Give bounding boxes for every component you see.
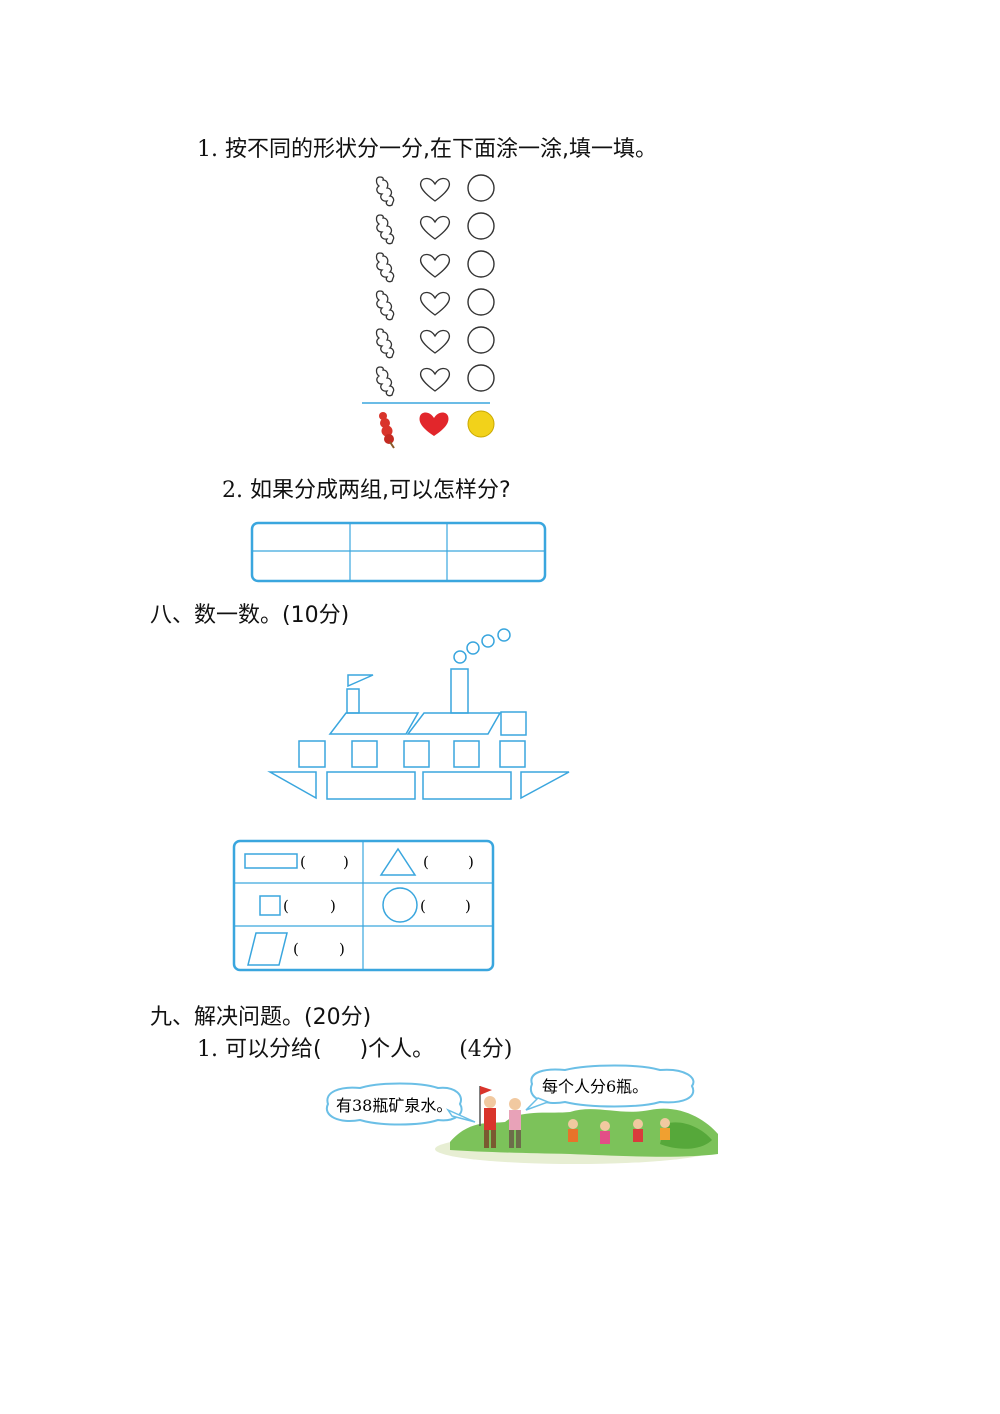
section-9-title: 九、解决问题。(20分) [150, 1005, 372, 1030]
hiking-illustration: 有38瓶矿泉水。 每个人分6瓶。 [325, 1064, 718, 1164]
ship-figure [267, 628, 570, 800]
speech-bubble-right: 每个人分6瓶。 [542, 1077, 648, 1096]
flag-icon [480, 1086, 492, 1095]
parallelogram-icon [247, 932, 288, 966]
square-icon [259, 895, 281, 916]
count-table: ( ) ( ) ( ) ( ) ( ) [232, 839, 495, 972]
question-1-number: 1. [197, 137, 218, 162]
circle-icon [467, 174, 495, 392]
problem-1-points: (4分) [459, 1037, 513, 1062]
question-2-text: 如果分成两组,可以怎样分? [250, 478, 511, 503]
triangle-icon [379, 847, 417, 876]
problem-1: 1. 可以分给( )个人。 (4分) [197, 1035, 512, 1065]
bead-stick-colored-icon [379, 412, 395, 449]
open-paren: ( [300, 853, 306, 871]
question-2-number: 2. [222, 478, 243, 503]
open-paren: ( [293, 940, 299, 958]
close-paren: ) [330, 897, 336, 915]
close-paren: ) [468, 853, 474, 871]
section-8-title: 八、数一数。(10分) [150, 603, 350, 628]
open-paren: ( [283, 897, 289, 915]
close-paren: ) [343, 853, 349, 871]
rectangle-icon [244, 853, 298, 869]
shape-sorting-grid [362, 174, 495, 449]
question-1-text: 按不同的形状分一分,在下面涂一涂,填一填。 [225, 137, 657, 162]
circle-shape-icon [382, 887, 418, 923]
close-paren: ) [339, 940, 345, 958]
speech-bubble-left: 有38瓶矿泉水。 [336, 1096, 452, 1115]
open-paren: ( [423, 853, 429, 871]
problem-1-number: 1. [197, 1037, 218, 1062]
open-paren: ( [420, 897, 426, 915]
question-1: 1. 按不同的形状分一分,在下面涂一涂,填一填。 [197, 135, 657, 165]
problem-1-text-after: )个人。 [359, 1037, 435, 1062]
problem-1-text-before: 可以分给( [225, 1037, 322, 1062]
answer-grid-two-groups[interactable] [250, 521, 548, 585]
ball-colored-icon [467, 410, 495, 438]
heart-icon [419, 177, 451, 392]
bead-stick-icon [375, 176, 395, 397]
heart-colored-icon [419, 412, 449, 436]
question-2: 2. 如果分成两组,可以怎样分? [222, 476, 511, 506]
close-paren: ) [465, 897, 471, 915]
